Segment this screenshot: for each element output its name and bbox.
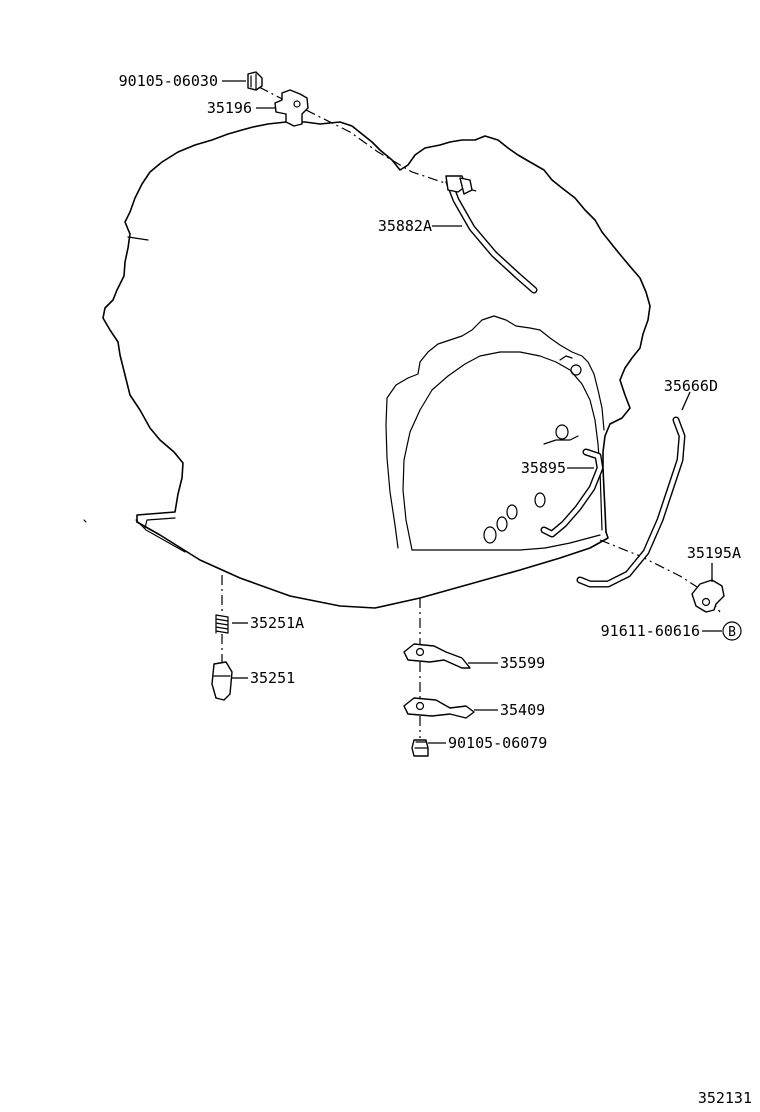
callout-hose-mid: 35895 [521,459,566,477]
callout-hose-upper: 35882A [378,217,432,235]
callout-labels: 90105-06030 35196 35882A 35666D 35895 35… [119,72,741,752]
hose-right-part [576,416,686,588]
bolt-bottom-part [411,739,429,757]
hose-mid-part [540,448,604,538]
callout-spring: 35251A [250,614,304,632]
bracket-right-part [691,579,725,613]
bracket-top-part [274,89,309,127]
hose-upper-part [445,175,538,294]
callout-bolt-top: 90105-06030 [119,72,218,90]
figure-number: 352131 [698,1089,752,1107]
callout-bolt-bottom: 90105-06079 [448,734,547,752]
callout-plate-upper: 35599 [500,654,545,672]
callout-bracket-right: 35195A [687,544,741,562]
callout-hose-right: 35666D [664,377,718,395]
callout-bracket-top: 35196 [207,99,252,117]
plug-part [211,661,233,701]
ref-marker-b: B [722,621,742,641]
ref-marker-label: B [728,625,736,640]
leader-lines [222,80,722,744]
plate-upper-part [403,643,471,669]
transmission-housing [83,121,651,609]
callout-bolt-right: 91611-60616 [601,622,700,640]
bolt-top-part [247,71,263,91]
callout-plate-lower: 35409 [500,701,545,719]
plate-lower-part [403,697,475,719]
callout-plug: 35251 [250,669,295,687]
spring-part [215,614,229,634]
